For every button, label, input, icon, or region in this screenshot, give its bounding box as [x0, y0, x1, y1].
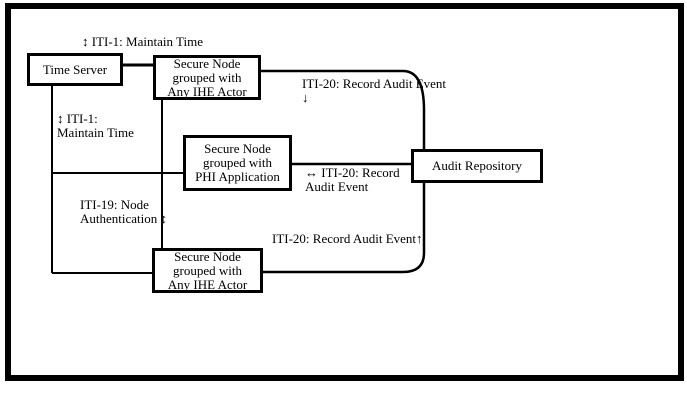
secure-node-phi-line2: grouped with	[203, 155, 272, 170]
iti20-top-down-arrow-icon: ↓	[302, 90, 309, 105]
connector-securenode1-auditrepo	[260, 69, 426, 150]
iti20-top-line1: ITI-20: Record Audit Event	[302, 76, 447, 91]
iti20-record-audit-event-mid-label: ↔ ITI-20: Record Audit Event	[305, 166, 400, 194]
secure-node-phi-line1: Secure Node	[204, 141, 271, 156]
iti1-left-line1: ↕ ITI-1:	[57, 111, 98, 126]
iti1-maintain-time-top-label: ↕ ITI-1: Maintain Time	[82, 34, 203, 49]
secure-node-bottom-line1: Secure Node	[174, 248, 241, 264]
time-server-label: Time Server	[42, 61, 108, 77]
iti1-maintain-time-left-label: ↕ ITI-1: Maintain Time	[57, 112, 134, 140]
connector-securenode2-auditrepo	[261, 183, 426, 274]
secure-node-bottom-line3: Any IHE Actor	[167, 276, 248, 292]
time-server-box: Time Server	[27, 53, 123, 86]
iti19-line2: Authentication ↕	[80, 211, 168, 226]
secure-node-top-line3: Any IHE Actor	[167, 83, 247, 99]
secure-node-bottom-box: Secure Node grouped with Any IHE Actor	[152, 248, 263, 293]
secure-node-phi-box: Secure Node grouped with PHI Application	[183, 135, 292, 191]
secure-node-phi-line3: PHI Application	[195, 169, 280, 184]
audit-repository-box: Audit Repository	[411, 149, 543, 183]
iti19-node-authentication-label: ITI-19: Node Authentication ↕	[80, 198, 167, 226]
secure-node-top-box: Secure Node grouped with Any IHE Actor	[153, 55, 261, 100]
iti1-left-line2: Maintain Time	[57, 125, 134, 140]
iti20-mid-line2: Audit Event	[305, 179, 369, 194]
secure-node-top-line2: grouped with	[172, 69, 242, 85]
iti20-mid-line1: ↔ ITI-20: Record	[305, 165, 400, 180]
secure-node-top-line1: Secure Node	[173, 55, 241, 71]
iti19-line1: ITI-19: Node	[80, 197, 149, 212]
diagram-border	[5, 3, 684, 381]
iti20-record-audit-event-bottom-label: ITI-20: Record Audit Event↑	[272, 231, 423, 246]
audit-repository-label: Audit Repository	[432, 158, 522, 173]
iti20-record-audit-event-top-label: ITI-20: Record Audit Event ↓	[302, 77, 446, 105]
secure-node-bottom-line2: grouped with	[173, 262, 242, 278]
